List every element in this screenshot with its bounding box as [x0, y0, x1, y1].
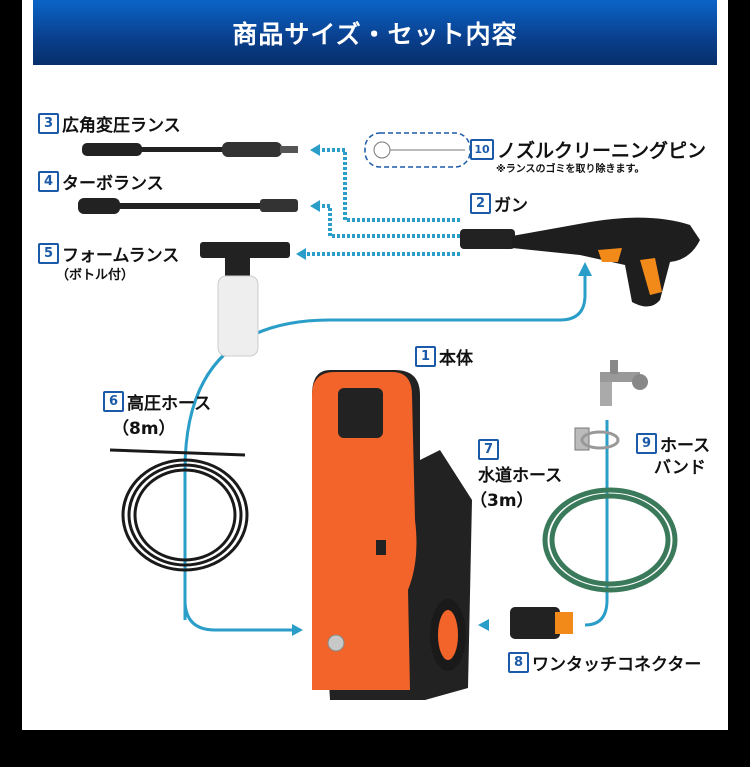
main-unit — [312, 370, 472, 700]
item-label: 高圧ホース — [127, 394, 212, 414]
dotted-connector-arrows — [302, 148, 460, 256]
item-label: ノズルクリーニングピン — [497, 140, 707, 162]
number-badge: 1 — [415, 346, 436, 367]
number-badge: 4 — [38, 171, 59, 192]
high-pressure-hose-length: （8m） — [112, 419, 176, 439]
item-label: ワンタッチコネクター — [532, 655, 702, 675]
cleaning-pin — [364, 132, 471, 168]
item-label: ガン — [494, 196, 528, 216]
arrow-to-lance-4 — [318, 204, 460, 238]
item-label: 本体 — [439, 349, 473, 369]
solid-connector-lines — [183, 272, 609, 632]
number-badge: 9 — [636, 433, 657, 454]
line-hose-to-gun — [183, 272, 587, 620]
header-banner: 商品サイズ・セット内容 — [33, 0, 717, 65]
number-badge: 10 — [470, 139, 494, 160]
page-title: 商品サイズ・セット内容 — [232, 19, 518, 49]
turbo-lance — [78, 198, 298, 214]
number-badge: 3 — [38, 113, 59, 134]
high-pressure-hose-coil — [109, 448, 249, 572]
water-tap — [600, 360, 648, 406]
number-badge: 2 — [470, 193, 491, 214]
foam-lance-with-bottle — [200, 242, 290, 357]
item-label: 広角変圧ランス — [62, 116, 181, 136]
water-hose-coil — [542, 487, 678, 593]
label-water-hose-number: 7 — [478, 439, 502, 460]
wide-angle-lance — [82, 142, 298, 157]
hose-band-label-line2: バンド — [654, 458, 706, 478]
spray-gun — [460, 217, 700, 307]
item-label: ターボランス — [62, 174, 164, 194]
arrow-to-lance-3 — [318, 148, 460, 222]
water-hose-length: （3m） — [470, 491, 534, 511]
item-label: ホース — [660, 436, 711, 456]
arrowheads — [296, 144, 320, 260]
one-touch-connector — [510, 607, 573, 639]
number-badge: 6 — [103, 391, 124, 412]
foam-lance-sublabel: （ボトル付） — [56, 268, 135, 283]
hose-band — [574, 427, 620, 451]
item-label: フォームランス — [62, 246, 180, 266]
line-hose-to-body — [183, 599, 295, 632]
number-badge: 5 — [38, 243, 59, 264]
water-hose-label: 水道ホース — [478, 466, 563, 486]
number-badge: 8 — [508, 652, 529, 673]
line-tap-to-connector — [584, 420, 609, 627]
number-badge: 7 — [478, 439, 499, 460]
cleaning-pin-note: ※ランスのゴミを取り除きます。 — [496, 164, 645, 175]
